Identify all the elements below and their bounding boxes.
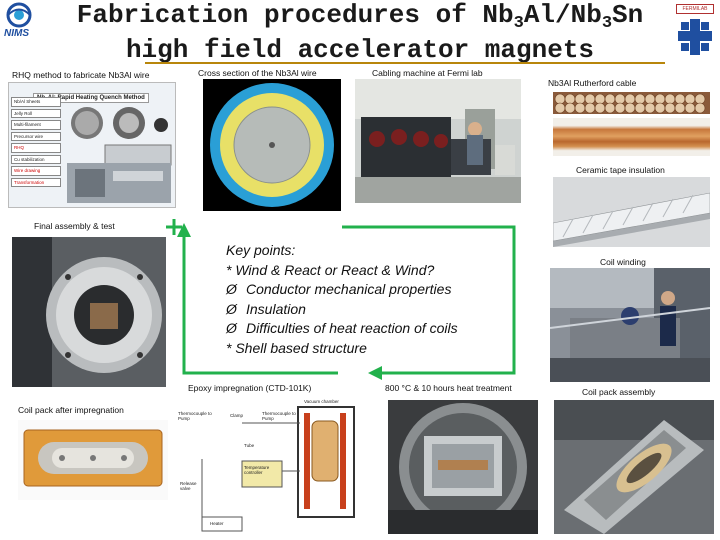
wire-cross-section-image [203, 79, 341, 211]
title-underline [145, 62, 665, 64]
ceramic-tape-photo [553, 177, 710, 247]
epoxy-label: Vacuum chamber [304, 399, 339, 404]
bullet-icon: Ø [226, 320, 237, 336]
epoxy-label: Tube [244, 443, 255, 448]
key-point-line: * Wind & React or React & Wind? [226, 261, 435, 278]
cabling-machine-photo [355, 79, 521, 203]
rutherford-cable-photo [553, 92, 710, 114]
key-points-heading: Key points: [226, 242, 296, 258]
key-point-line: * Shell based structure [226, 339, 367, 356]
epoxy-label: Heater [210, 521, 224, 526]
caption-cross-section: Cross section of the Nb3Al wire [198, 68, 317, 78]
coil-pack-impregnation-photo [18, 420, 168, 500]
caption-final-assembly: Final assembly & test [34, 221, 115, 231]
fermilab-logo-text: FERMILAB [676, 4, 714, 14]
fermilab-logo: FERMILAB [676, 4, 714, 62]
epoxy-label: Temperature controller [244, 465, 270, 475]
title-line-1: Fabrication procedures of Nb3Al/Nb3Sn [76, 0, 644, 34]
title-line-2: high field accelerator magnets [125, 35, 595, 65]
rhq-step: Cu stabilization [11, 154, 61, 164]
caption-coil-winding: Coil winding [600, 257, 646, 267]
epoxy-label: Clamp [230, 413, 244, 418]
rhq-step: RHQ [11, 143, 61, 153]
coil-winding-photo [550, 268, 710, 382]
rhq-step: Jelly Roll [11, 108, 61, 118]
caption-rhq: RHQ method to fabricate Nb3Al wire [12, 70, 150, 80]
bullet-icon: Ø [226, 281, 237, 297]
epoxy-label: Thermocouple to Pump [262, 411, 296, 421]
caption-coil-pack: Coil pack assembly [582, 387, 656, 397]
epoxy-label: Release valve [180, 481, 197, 491]
rhq-step: Multi-filament [11, 120, 61, 130]
epoxy-diagram: Vacuum chamber Thermocouple to Pump Clam… [176, 399, 366, 537]
final-assembly-photo [12, 237, 166, 387]
slide-title: Fabrication procedures of Nb3Al/Nb3Sn hi… [60, 2, 660, 64]
key-points: Key points: * Wind & React or React & Wi… [226, 241, 458, 358]
epoxy-label: Thermocouple to Pump [178, 411, 212, 421]
rhq-step: Wire drawing [11, 166, 61, 176]
caption-ceramic: Ceramic tape insulation [576, 165, 665, 175]
rutherford-cable-side-photo [553, 118, 710, 156]
rhq-step: Transformation [11, 177, 61, 187]
caption-rutherford: Nb3Al Rutherford cable [548, 78, 637, 88]
nims-logo-text: NIMS [4, 28, 29, 39]
rhq-diagram: Nb₃Al: Rapid Heating Quench Method Nb/Al… [8, 82, 176, 208]
caption-epoxy: Epoxy impregnation (CTD-101K) [188, 383, 312, 393]
bullet-icon: Ø [226, 300, 237, 317]
flow-arrows [166, 219, 516, 380]
caption-coil-after: Coil pack after impregnation [18, 405, 124, 415]
caption-heat: 800 °C & 10 hours heat treatment [385, 383, 512, 393]
rhq-step: Precursor wire [11, 131, 61, 141]
nims-logo [2, 2, 60, 48]
heat-treatment-photo [388, 400, 538, 534]
coil-pack-assembly-photo [554, 400, 714, 534]
caption-cabling: Cabling machine at Fermi lab [372, 68, 483, 78]
rhq-step: Nb/Al Sheets [11, 97, 61, 107]
